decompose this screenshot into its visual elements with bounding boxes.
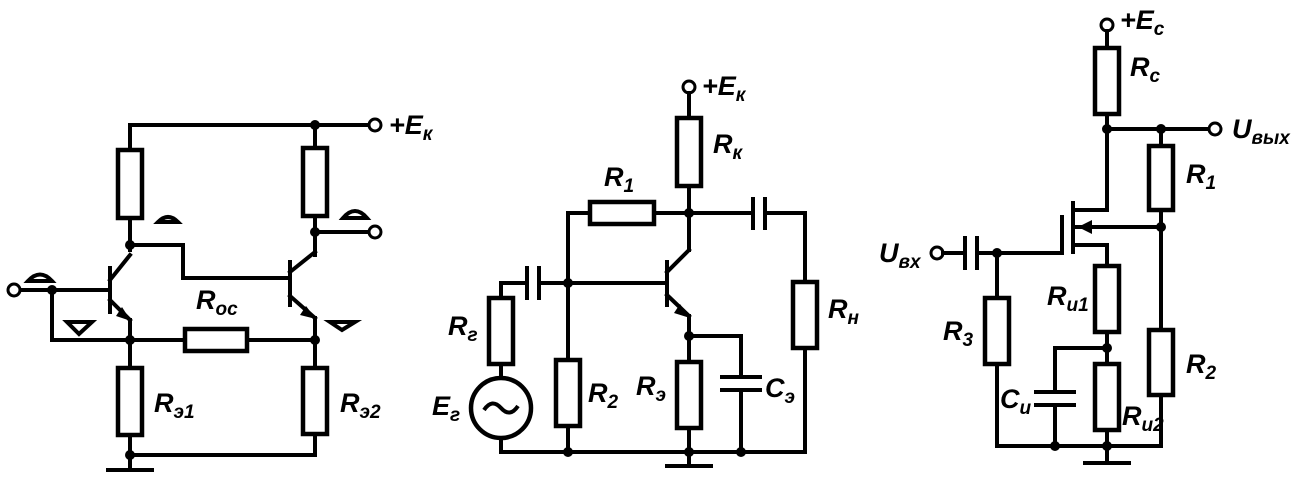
c3-fet-arrow-icon — [1078, 220, 1092, 234]
c1-left-collector-resistor — [115, 147, 145, 221]
c1-right-collector-resistor — [300, 145, 330, 219]
c1-output-waveform-icon — [338, 209, 372, 220]
c3-input-wire — [941, 241, 1064, 255]
c3-rc-label: Rс — [1130, 52, 1161, 87]
c2-sine-icon — [482, 401, 520, 415]
c3-ri1-label: Rи1 — [1047, 281, 1089, 316]
c1-feedback-waveform-icon — [62, 320, 98, 337]
c1-feedback-left-wire — [50, 288, 187, 342]
c3-junction — [1102, 441, 1112, 451]
c1-input-waveform-icon — [23, 272, 57, 283]
c1-emitter-arrow-icon — [116, 307, 131, 321]
c3-ci-label: Cи — [1000, 384, 1032, 419]
c2-emitter-arrow-icon — [674, 304, 690, 318]
circuit-2: +Eк Rк R1 Rн R2 Rг Eг — [432, 71, 860, 468]
circuit-1: +Eк Rэ1 Rос — [6, 110, 434, 472]
c3-ci-capacitor — [1034, 390, 1076, 407]
c3-r1-label: R1 — [1186, 159, 1216, 194]
c3-uout-label: Uвых — [1232, 114, 1291, 149]
c1-cross-wire — [128, 243, 292, 280]
c1-junction — [125, 335, 135, 345]
c2-r1-resistor — [587, 199, 657, 227]
c2-load-wire — [763, 211, 807, 454]
c1-rfb-resistor — [182, 326, 250, 354]
c1-input-terminal — [6, 282, 22, 298]
c2-transistor-leads — [664, 247, 692, 319]
c3-ri1-resistor — [1092, 263, 1122, 335]
c3-fet-leads — [1071, 208, 1163, 268]
c2-rn-label: Rн — [828, 294, 860, 329]
c1-junction — [310, 335, 320, 345]
c1-rfb-label: Rос — [196, 285, 238, 320]
c1-supply-label: +Eк — [389, 110, 434, 145]
c1-junction — [125, 450, 135, 460]
c3-supply-label: +Eс — [1120, 5, 1165, 40]
c2-eg-label: Eг — [432, 391, 460, 426]
c1-right-transistor-leads — [287, 249, 318, 321]
c2-r2-label: R2 — [588, 378, 619, 413]
c3-ci-wire — [1053, 346, 1109, 448]
c2-r1-label: R1 — [604, 162, 634, 197]
c1-re2-label: Rэ2 — [340, 388, 381, 423]
c3-r2-resistor — [1146, 327, 1176, 398]
c2-r2-resistor — [553, 357, 583, 429]
c2-ce-capacitor — [720, 375, 762, 392]
c2-junction — [736, 447, 746, 457]
c2-re-resistor — [674, 359, 704, 431]
c3-r1-resistor — [1146, 143, 1176, 213]
c3-junction — [1050, 441, 1060, 451]
c2-rk-label: Rк — [713, 129, 744, 164]
c3-input-capacitor — [963, 236, 979, 270]
c1-waveform-icon — [153, 215, 183, 224]
c2-rk-resistor — [674, 115, 704, 189]
c2-bypass-wire — [687, 334, 743, 454]
c2-rg-resistor — [486, 295, 516, 367]
c2-re-label: Rэ — [636, 371, 666, 406]
c3-ri2-resistor — [1092, 361, 1122, 433]
c3-uin-label: Uвх — [879, 238, 922, 273]
c1-output-terminal — [367, 224, 383, 240]
c3-r3-label: R3 — [943, 316, 974, 351]
c1-supply-terminal — [367, 117, 383, 133]
c2-ce-label: Cэ — [765, 373, 795, 408]
c3-rc-resistor — [1092, 45, 1122, 117]
c3-ri2-label: Rи2 — [1122, 401, 1164, 436]
c3-r3-resistor — [982, 295, 1012, 367]
c1-re2-resistor — [300, 365, 330, 437]
c3-r2-label: R2 — [1186, 349, 1217, 384]
c1-re1-label: Rэ1 — [154, 388, 195, 423]
circuit-3: +Eс Rс Uвых R1 R2 Uвх R3 Rи1 — [879, 5, 1291, 465]
c1-re1-resistor — [115, 365, 145, 438]
c3-output-terminal — [1207, 121, 1223, 137]
c2-rg-label: Rг — [448, 311, 478, 346]
c2-supply-label: +Eк — [702, 71, 747, 106]
c2-junction — [563, 447, 573, 457]
c2-rn-resistor — [790, 279, 820, 351]
c1-emitter-arrow-icon — [300, 306, 316, 319]
c2-input-capacitor — [525, 266, 541, 300]
c1-emitter-waveform-icon — [323, 320, 363, 333]
